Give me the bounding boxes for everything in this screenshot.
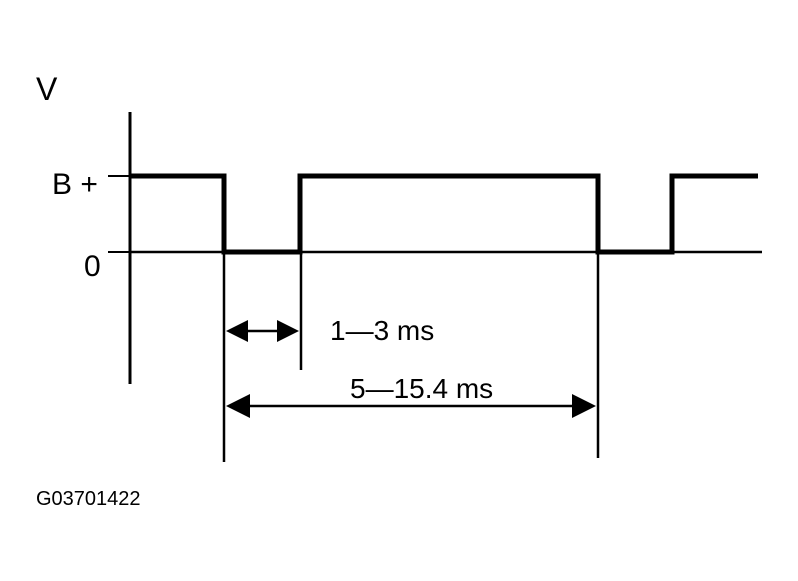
period-dimension-arrow <box>226 394 596 418</box>
period-label: 5—15.4 ms <box>350 373 493 404</box>
low-level-label: 0 <box>84 250 101 283</box>
high-level-label: B + <box>52 168 98 201</box>
square-wave-signal <box>130 173 758 255</box>
pulse-width-label: 1—3 ms <box>330 315 434 346</box>
pulse-width-dimension-arrow <box>226 320 299 342</box>
figure-id-label: G03701422 <box>36 488 141 510</box>
voltage-axis-label: V <box>36 71 58 107</box>
